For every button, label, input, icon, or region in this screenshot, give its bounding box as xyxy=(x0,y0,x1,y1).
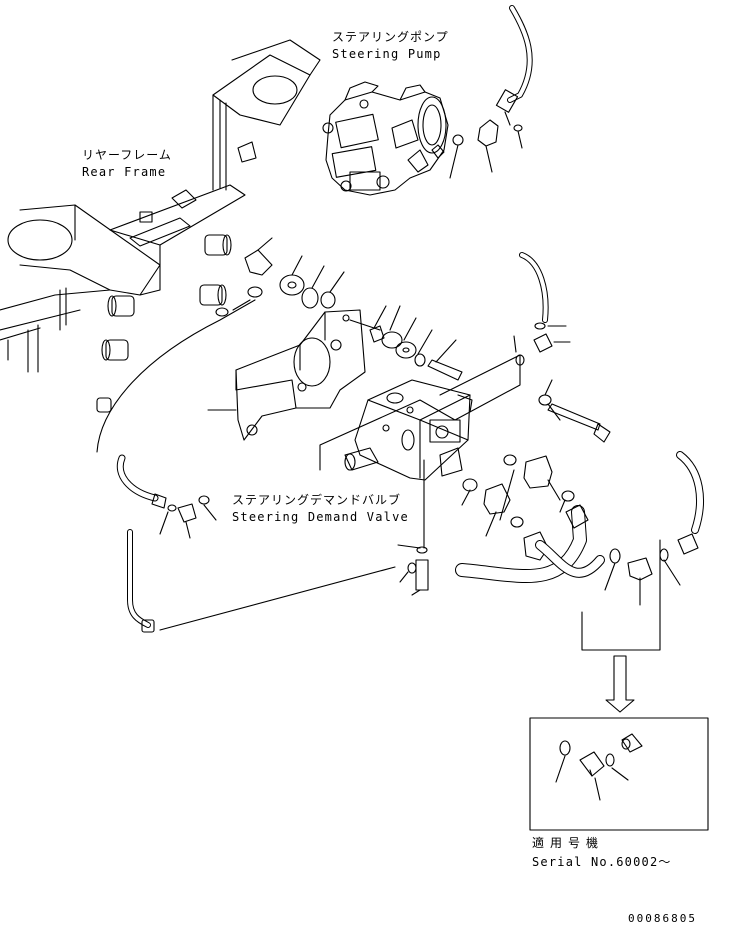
steering-pump-label-jp: ステアリングポンプ xyxy=(332,30,449,44)
bolt-stack xyxy=(369,305,463,381)
document-number: 00086805 xyxy=(628,912,697,925)
steering-pump-label-en: Steering Pump xyxy=(332,47,442,61)
serial-label-en: Serial No.60002～ xyxy=(532,855,672,869)
mount-bushings xyxy=(96,234,263,413)
hoses-left xyxy=(116,454,217,633)
valve-fittings xyxy=(461,454,575,561)
serial-label-jp: 適用号機 xyxy=(532,836,605,850)
pump-hose xyxy=(449,5,533,179)
demand-valve-label-en: Steering Demand Valve xyxy=(232,510,409,524)
rear-frame-label-en: Rear Frame xyxy=(82,165,167,179)
long-bolt xyxy=(538,379,611,443)
hoses-right xyxy=(455,252,704,606)
leader-lines xyxy=(96,299,521,631)
washers xyxy=(244,237,345,309)
rear-frame xyxy=(0,39,321,373)
valve-bracket xyxy=(207,309,366,441)
detail-callout xyxy=(581,539,661,713)
steering-demand-valve xyxy=(344,379,473,481)
demand-valve-label-jp: ステアリングデマンドバルブ xyxy=(232,493,402,507)
steering-pump xyxy=(322,81,449,196)
rear-frame-label-jp: リヤーフレーム xyxy=(82,148,172,162)
tee-fitting xyxy=(397,544,429,596)
serial-detail-box xyxy=(529,717,709,831)
